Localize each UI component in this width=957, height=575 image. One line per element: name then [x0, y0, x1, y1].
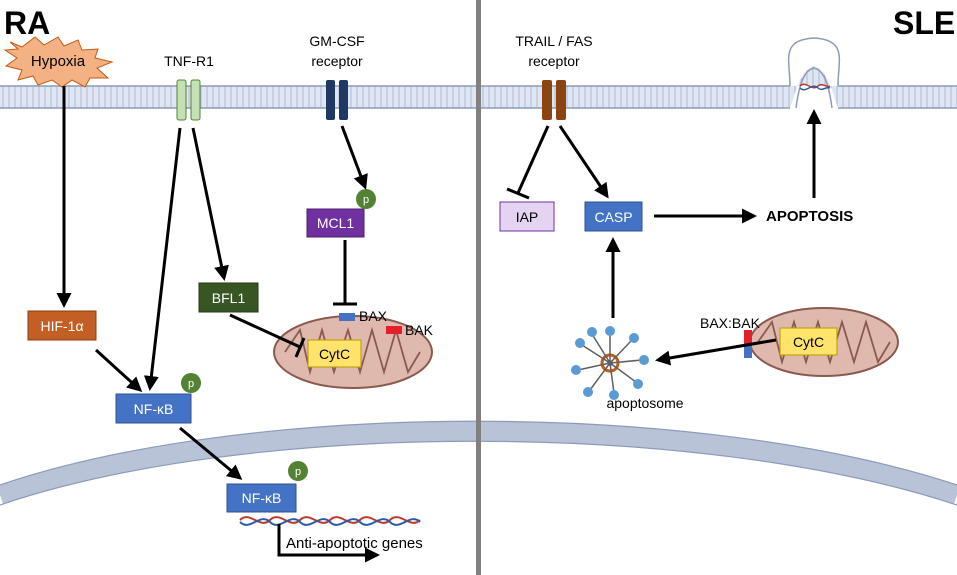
arrow-tnfr1-nfkb	[143, 127, 182, 391]
panel-label-ra: RA	[4, 5, 50, 41]
bak-marker	[386, 326, 402, 334]
bak-pore-marker	[744, 330, 752, 344]
hif-label: HIF-1α	[40, 318, 83, 334]
sle-arrows	[506, 109, 822, 366]
hif-box	[27, 310, 97, 341]
arrow-gmcsf-mcl1	[340, 125, 368, 190]
hypoxia-label: Hypoxia	[31, 53, 86, 70]
arrow-receptor-casp	[558, 125, 609, 199]
cytc-label-ra: CytC	[319, 346, 350, 362]
gmcsf-label-line1: GM-CSF	[309, 33, 364, 49]
trail-label-line2: receptor	[528, 53, 580, 69]
bax-pore-marker	[744, 344, 752, 358]
bfl1-box	[198, 282, 259, 313]
arrow-hif-nfkb	[94, 348, 143, 393]
bax-marker	[339, 313, 355, 321]
anti-apoptotic-label: Anti-apoptotic genes	[286, 535, 423, 552]
mcl1-box	[306, 208, 365, 238]
trail-fas-receptor	[542, 80, 566, 120]
inhibit-bfl1-cytc	[229, 313, 301, 349]
transcription-arrow	[277, 524, 380, 563]
tnfr1-receptor	[176, 79, 201, 121]
iap-box	[499, 201, 555, 232]
dna-fragment-icon	[799, 83, 831, 91]
arrow-tnfr1-bfl1	[191, 127, 229, 281]
bak-label: BAK	[405, 322, 434, 338]
nfkb-phospho-icon	[181, 373, 201, 393]
nfkb-box	[115, 393, 192, 424]
nfkb-nucleus-phospho-label: p	[295, 466, 301, 478]
nfkb-label: NF-κB	[134, 401, 174, 417]
panel-divider	[476, 0, 481, 575]
arrow-cytc-apoptosome	[655, 338, 777, 366]
mitochondrion-sle: CytC	[749, 307, 899, 377]
nfkb-nucleus-label: NF-κB	[242, 490, 282, 506]
inhibit-receptor-iap-bar	[506, 187, 530, 200]
cytc-label-sle: CytC	[793, 334, 824, 350]
casp-box	[584, 201, 643, 232]
apoptosis-label: APOPTOSIS	[766, 208, 853, 225]
apoptosome-icon	[571, 326, 649, 400]
mcl1-phospho-label: p	[363, 194, 369, 206]
cytc-box-sle	[779, 327, 838, 356]
iap-label: IAP	[516, 209, 539, 225]
gmcsf-label-line2: receptor	[311, 53, 363, 69]
nfkb-nucleus-box	[226, 483, 297, 513]
nuclear-envelope	[0, 420, 957, 506]
nfkb-phospho-label: p	[188, 378, 194, 390]
hypoxia-burst: Hypoxia	[3, 36, 114, 88]
mcl1-phospho-icon	[356, 189, 376, 209]
inhibit-bfl1-cytc-bar	[294, 337, 306, 358]
apoptosome-label: apoptosome	[606, 395, 683, 411]
bfl1-label: BFL1	[212, 290, 246, 306]
arrow-nfkb-nucleus	[179, 426, 243, 480]
cytc-box-ra	[307, 339, 362, 368]
bax-label: BAX	[359, 308, 388, 324]
panel-label-sle: SLE	[893, 5, 955, 41]
membrane-bleb	[787, 37, 841, 109]
casp-label: CASP	[594, 209, 632, 225]
ra-arrows	[56, 86, 368, 480]
nfkb-nucleus-phospho-icon	[288, 461, 308, 481]
gmcsf-receptor	[326, 80, 348, 120]
baxbak-label: BAX:BAK	[700, 315, 761, 331]
dna-helix-icon	[239, 516, 421, 526]
trail-label-line1: TRAIL / FAS	[515, 33, 592, 49]
mcl1-label: MCL1	[317, 215, 355, 231]
tnfr1-label: TNF-R1	[164, 53, 214, 69]
inhibit-receptor-iap	[516, 125, 550, 194]
